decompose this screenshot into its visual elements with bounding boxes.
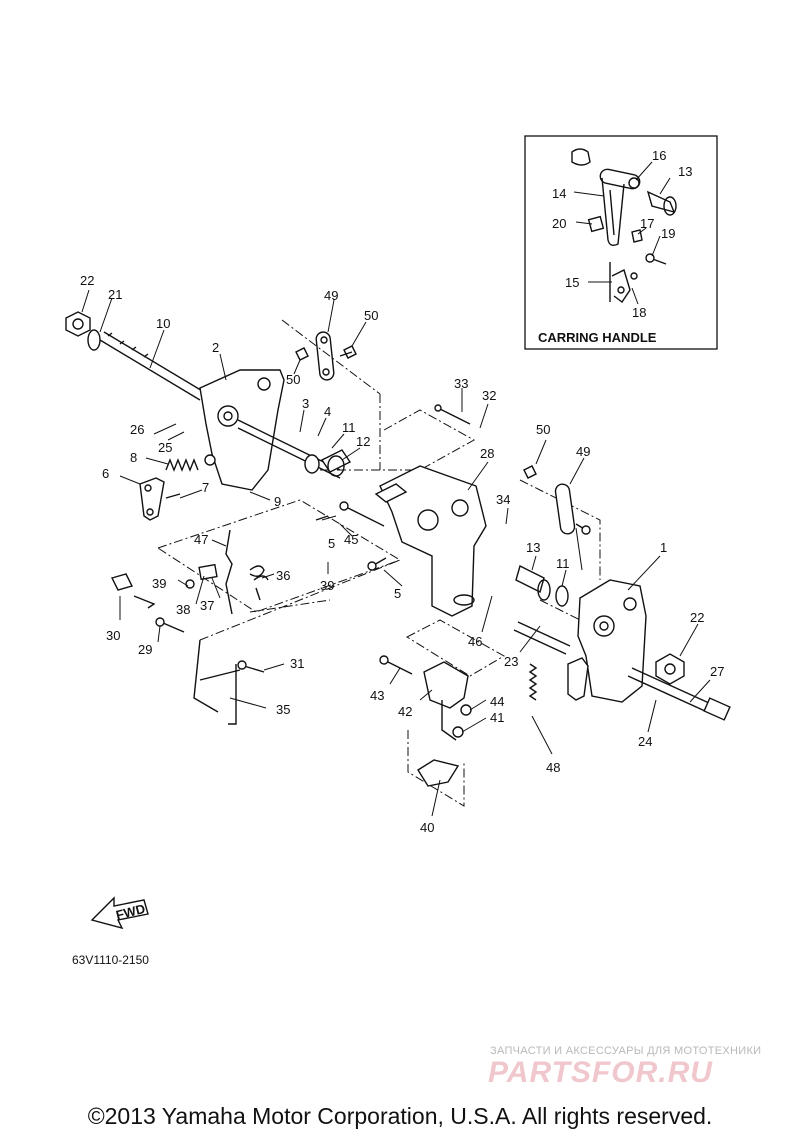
callout-11b: 11 xyxy=(556,556,570,571)
callout-27: 27 xyxy=(710,664,724,679)
callout-15: 15 xyxy=(565,275,579,290)
callout-12: 12 xyxy=(356,434,370,449)
callout-39b: 39 xyxy=(320,578,334,593)
leader-lines xyxy=(81,161,711,817)
callout-19: 19 xyxy=(661,226,675,241)
callout-22: 22 xyxy=(80,273,94,288)
callout-28: 28 xyxy=(480,446,494,461)
callout-49: 49 xyxy=(324,288,338,303)
callout-13b: 13 xyxy=(526,540,540,555)
callout-37: 37 xyxy=(200,598,214,613)
callout-11: 11 xyxy=(342,420,356,435)
callout-21: 21 xyxy=(108,287,122,302)
callout-46: 46 xyxy=(468,634,482,649)
callout-33: 33 xyxy=(454,376,468,391)
watermark-subtitle: ЗАПЧАСТИ И АКСЕССУАРЫ ДЛЯ МОТОТЕХНИКИ xyxy=(490,1045,762,1057)
callout-50c: 50 xyxy=(536,422,550,437)
callout-39: 39 xyxy=(152,576,166,591)
callout-45: 45 xyxy=(344,532,358,547)
callout-4: 4 xyxy=(324,404,331,419)
callout-6: 6 xyxy=(102,466,109,481)
callout-30: 30 xyxy=(106,628,120,643)
callout-32: 32 xyxy=(482,388,496,403)
callout-36: 36 xyxy=(276,568,290,583)
callout-48: 48 xyxy=(546,760,560,775)
callout-43: 43 xyxy=(370,688,384,703)
callout-50: 50 xyxy=(364,308,378,323)
callout-labels: 1 2 3 4 5 5 6 7 8 9 10 11 11 12 13 13 14… xyxy=(80,148,724,835)
callout-18: 18 xyxy=(632,305,646,320)
fwd-arrow-icon: FWD xyxy=(90,896,149,930)
callout-20: 20 xyxy=(552,216,566,231)
callout-31: 31 xyxy=(290,656,304,671)
callout-8: 8 xyxy=(130,450,137,465)
callout-22b: 22 xyxy=(690,610,704,625)
inset-parts xyxy=(571,148,677,304)
callout-7: 7 xyxy=(202,480,209,495)
callout-49b: 49 xyxy=(576,444,590,459)
callout-1: 1 xyxy=(660,540,667,555)
callout-16: 16 xyxy=(652,148,666,163)
callout-2: 2 xyxy=(212,340,219,355)
watermark-logo: PARTSFOR.RU xyxy=(488,1056,713,1089)
callout-5b: 5 xyxy=(394,586,401,601)
callout-13: 13 xyxy=(678,164,692,179)
callout-17: 17 xyxy=(640,216,654,231)
callout-25: 25 xyxy=(158,440,172,455)
fwd-label: FWD xyxy=(114,901,146,923)
callout-24: 24 xyxy=(638,734,652,749)
callout-14: 14 xyxy=(552,186,566,201)
callout-42: 42 xyxy=(398,704,412,719)
callout-47: 47 xyxy=(194,532,208,547)
callout-41: 41 xyxy=(490,710,504,725)
copyright-notice: ©2013 Yamaha Motor Corporation, U.S.A. A… xyxy=(87,1103,713,1129)
callout-26: 26 xyxy=(130,422,144,437)
callout-10: 10 xyxy=(156,316,170,331)
callout-3: 3 xyxy=(302,396,309,411)
callout-23: 23 xyxy=(504,654,518,669)
inset-frame xyxy=(524,135,718,350)
callout-9: 9 xyxy=(274,494,281,509)
callout-50b: 50 xyxy=(286,372,300,387)
callout-35: 35 xyxy=(276,702,290,717)
callout-40: 40 xyxy=(420,820,434,835)
callout-5: 5 xyxy=(328,536,335,551)
callout-29: 29 xyxy=(138,642,152,657)
callout-34: 34 xyxy=(496,492,510,507)
drawing-code: 63V1110-2150 xyxy=(72,953,149,967)
callout-38: 38 xyxy=(176,602,190,617)
callout-44: 44 xyxy=(490,694,504,709)
inset-title: CARRING HANDLE xyxy=(538,330,657,345)
main-assembly xyxy=(65,311,731,807)
